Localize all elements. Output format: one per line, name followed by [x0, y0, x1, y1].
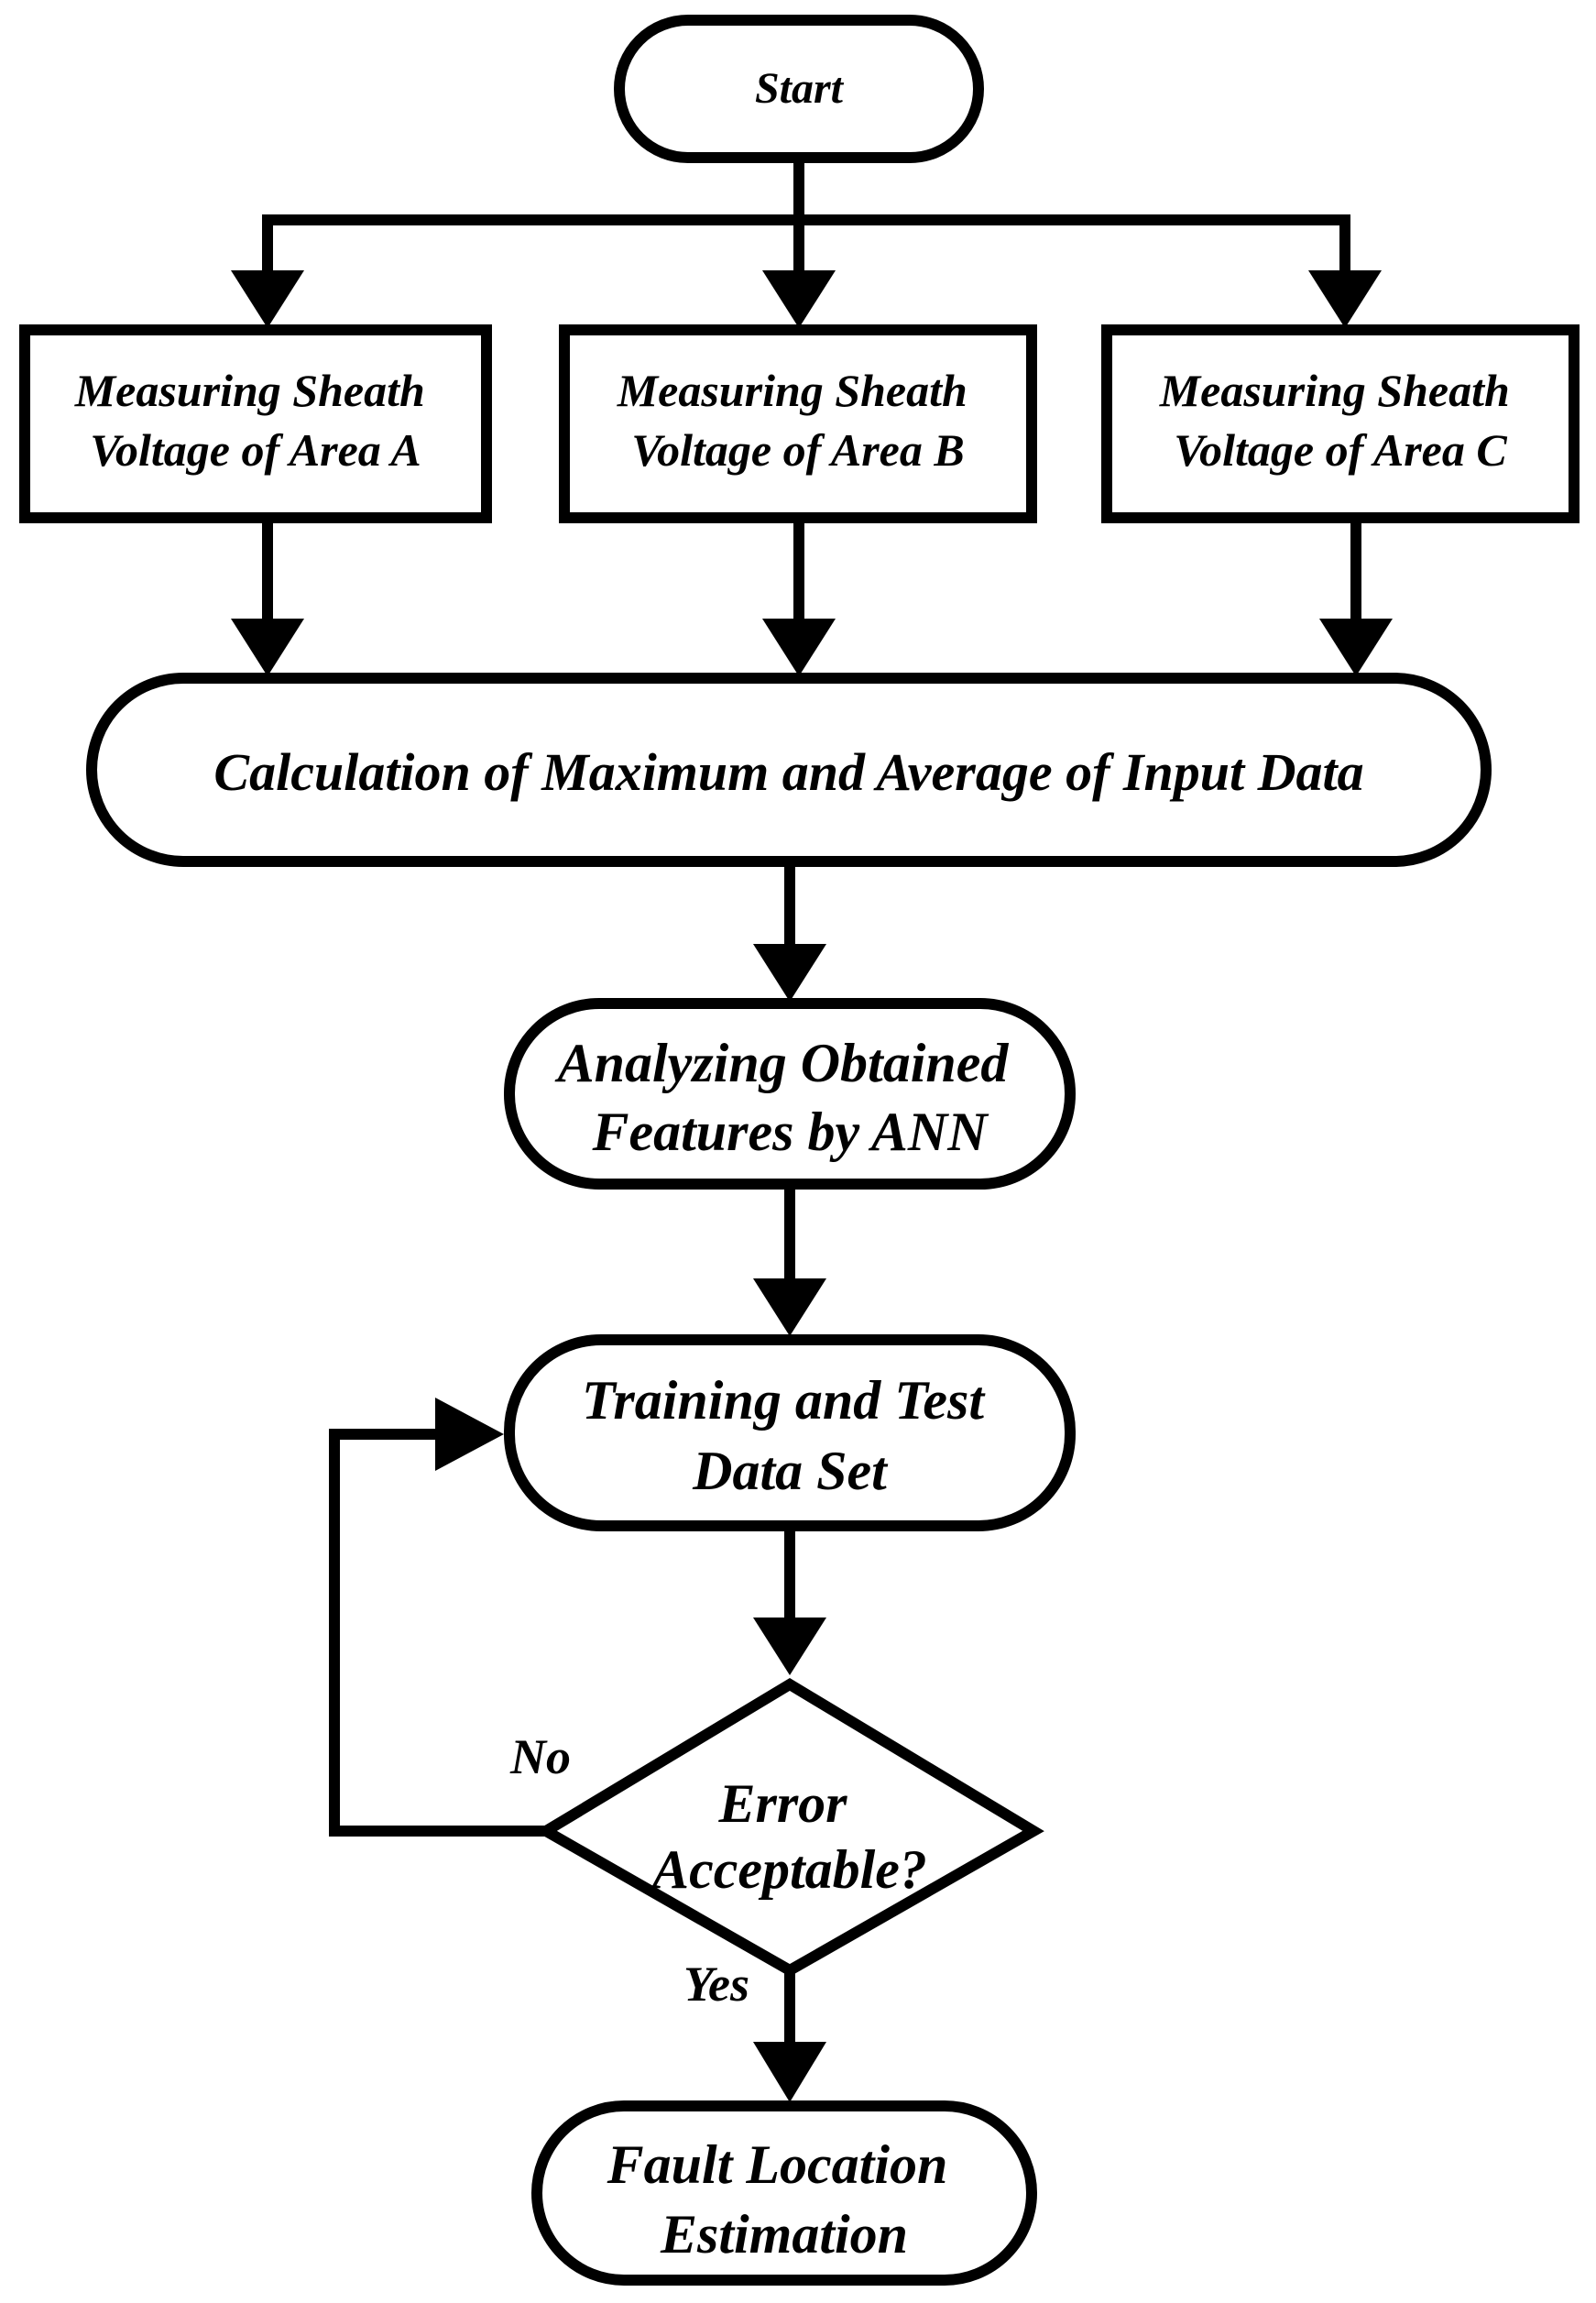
measure-area-a-line-2: Voltage of Area A: [90, 424, 421, 476]
arrowhead-area-c: [1308, 270, 1382, 328]
measure-area-a-label: Measuring Sheath Voltage of Area A: [74, 365, 437, 476]
arrowhead-area-b: [762, 270, 836, 328]
arrowheads: [231, 270, 1393, 2102]
decision-line-1: Error: [717, 1773, 847, 1834]
arrowhead-no-loop: [435, 1398, 504, 1471]
fault-line-2: Estimation: [660, 2204, 908, 2265]
measure-area-a-line-1: Measuring Sheath: [74, 365, 425, 416]
connector-no-loop: [329, 1429, 552, 1837]
training-box: [504, 1334, 1076, 1531]
calculation-node: Calculation of Maximum and Average of In…: [86, 673, 1492, 867]
decision-diamond: [535, 1677, 1044, 1977]
training-line-1: Training and Test: [582, 1370, 986, 1431]
arrowhead-calc-a: [231, 619, 304, 676]
arrowhead-calc-c: [1319, 619, 1393, 676]
measure-area-a-node: Measuring Sheath Voltage of Area A: [19, 324, 492, 523]
measure-area-c-node: Measuring Sheath Voltage of Area C: [1101, 324, 1580, 523]
decision-label: Error Acceptable?: [649, 1773, 927, 1900]
branch-label-yes: Yes: [683, 1957, 749, 2012]
arrowhead-fault: [753, 2042, 826, 2102]
training-label: Training and Test Data Set: [582, 1370, 998, 1501]
analyzing-line-1: Analyzing Obtained: [554, 1033, 1010, 1093]
arrowhead-analyzing: [753, 944, 826, 1002]
start-node: Start: [614, 15, 984, 163]
measure-area-c-line-1: Measuring Sheath: [1159, 365, 1510, 416]
calculation-label: Calculation of Maximum and Average of In…: [213, 742, 1363, 802]
measure-area-c-label: Measuring Sheath Voltage of Area C: [1159, 365, 1522, 476]
arrowhead-decision: [753, 1618, 826, 1675]
decision-line-2: Acceptable?: [649, 1839, 927, 1900]
measure-area-b-box: [559, 324, 1037, 523]
connector-lines: [262, 152, 1361, 2054]
fault-node: Fault Location Estimation: [531, 2100, 1037, 2286]
analyzing-label: Analyzing Obtained Features by ANN: [554, 1033, 1022, 1162]
arrowhead-training: [753, 1278, 826, 1336]
measure-area-c-line-2: Voltage of Area C: [1174, 424, 1507, 476]
analyzing-box: [504, 998, 1076, 1190]
start-label: Start: [755, 64, 845, 113]
training-node: Training and Test Data Set: [504, 1334, 1076, 1531]
decision-node: Error Acceptable?: [535, 1677, 1044, 1977]
analyzing-line-2: Features by ANN: [591, 1102, 989, 1162]
fault-label: Fault Location Estimation: [607, 2134, 962, 2265]
arrowhead-area-a: [231, 270, 304, 328]
measure-area-a-box: [19, 324, 492, 523]
calculation-box: [86, 673, 1492, 867]
fault-box: [531, 2100, 1037, 2286]
branch-label-no: No: [509, 1729, 571, 1784]
measure-area-c-box: [1101, 324, 1580, 523]
training-line-2: Data Set: [692, 1441, 889, 1501]
start-terminator: [614, 15, 984, 163]
measure-area-b-node: Measuring Sheath Voltage of Area B: [559, 324, 1037, 523]
measure-area-b-label: Measuring Sheath Voltage of Area B: [617, 365, 979, 476]
measure-area-b-line-1: Measuring Sheath: [617, 365, 967, 416]
arrowhead-calc-b: [762, 619, 836, 676]
analyzing-node: Analyzing Obtained Features by ANN: [504, 998, 1076, 1190]
fault-line-1: Fault Location: [607, 2134, 948, 2195]
measure-area-b-line-2: Voltage of Area B: [631, 424, 964, 476]
